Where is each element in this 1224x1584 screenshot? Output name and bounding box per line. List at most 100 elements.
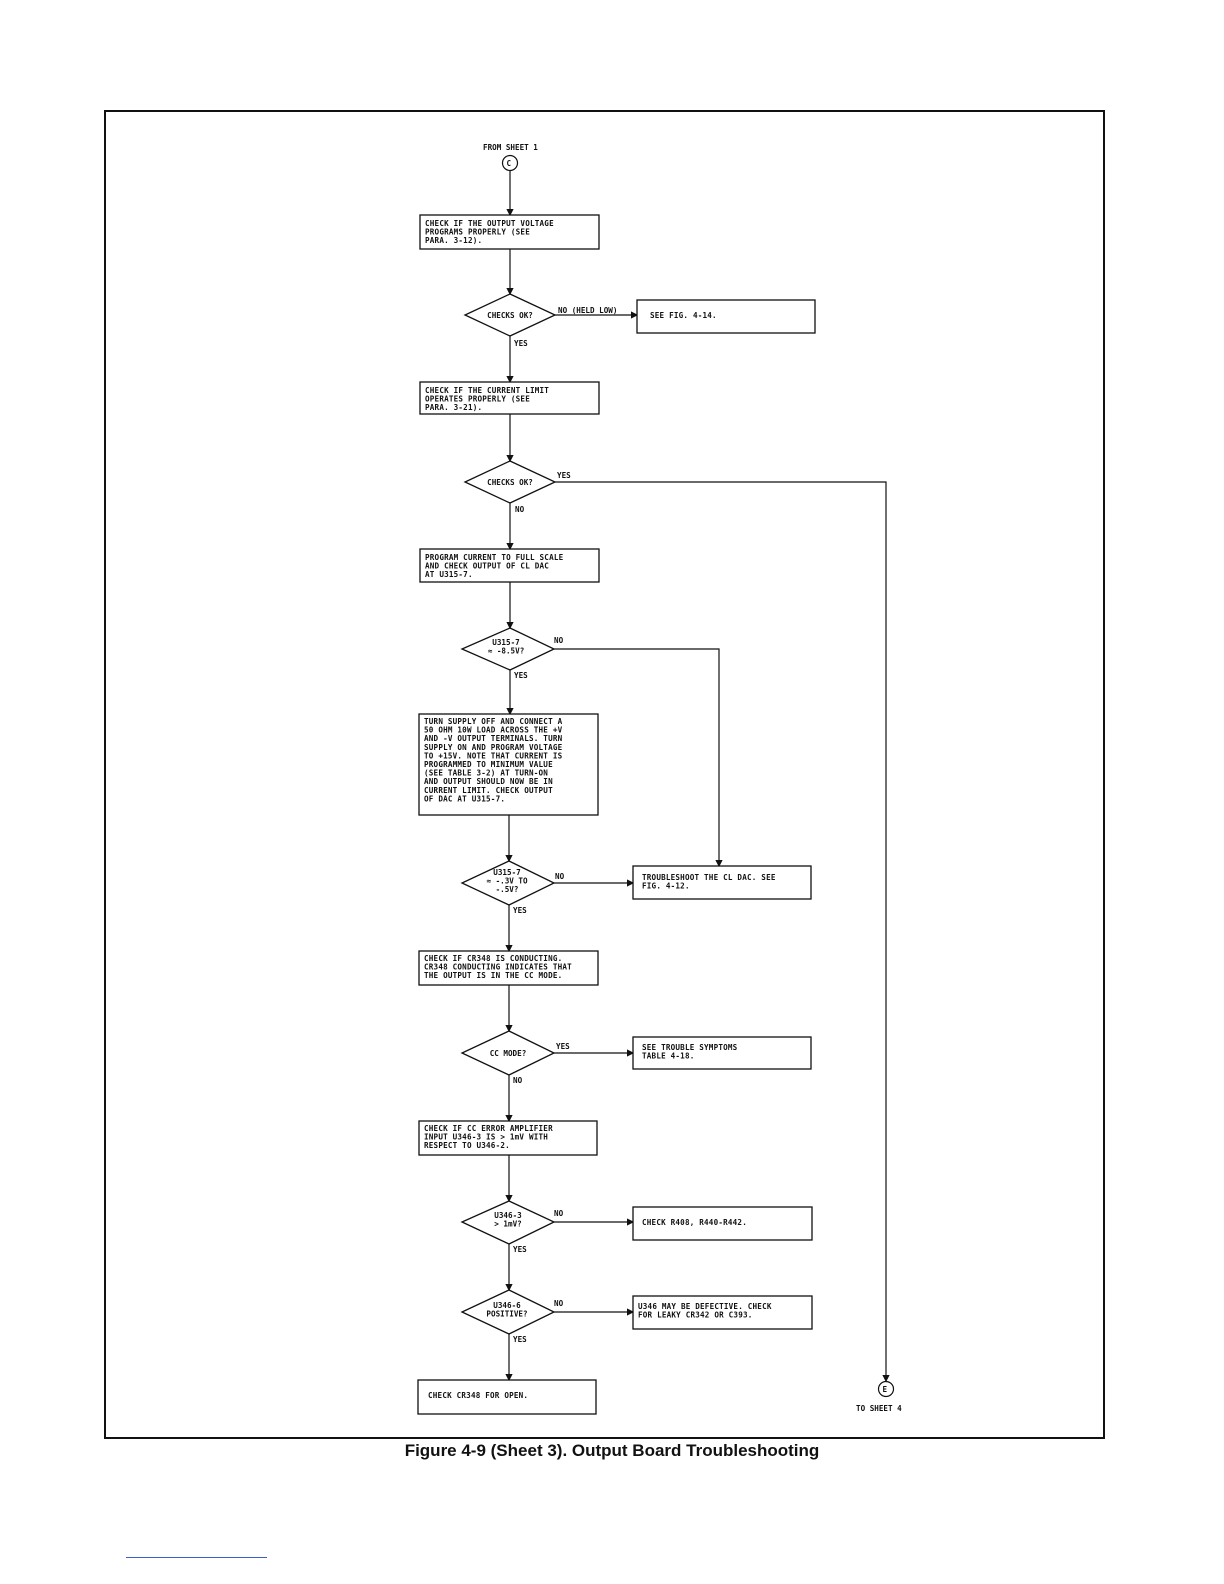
- text-line: TROUBLESHOOT THE CL DAC. SEE: [642, 873, 776, 882]
- box-text: CHECK CR348 FOR OPEN.: [428, 1391, 528, 1400]
- d4-no-label: NO: [555, 872, 565, 881]
- text-line: (SEE TABLE 3-2) AT TURN-ON: [424, 769, 548, 778]
- text-line: 50 OHM 10W LOAD ACROSS THE +V: [424, 726, 563, 735]
- d1-no-label: NO (HELD LOW): [558, 306, 617, 315]
- d6-no-label: NO: [554, 1209, 564, 1218]
- d7-no-label: NO: [554, 1299, 564, 1308]
- d7-yes-label: YES: [513, 1335, 527, 1344]
- text-line: PROGRAMMED TO MINIMUM VALUE: [424, 760, 553, 769]
- figure-frame: [104, 110, 1105, 1439]
- text-line: > 1mV?: [494, 1220, 521, 1229]
- text-line: ≈ -.3V TO: [486, 877, 528, 886]
- text-line: CHECK IF THE CURRENT LIMIT: [425, 386, 549, 395]
- entry-connector: FROM SHEET 1 C: [483, 143, 538, 172]
- text-line: PROGRAM CURRENT TO FULL SCALE: [425, 553, 564, 562]
- decision-text: CHECKS OK?: [487, 478, 533, 487]
- decision-text: CC MODE?: [490, 1049, 527, 1058]
- text-line: CHECK CR348 FOR OPEN.: [428, 1391, 528, 1400]
- text-line: AT U315-7.: [425, 570, 473, 579]
- d6-yes-label: YES: [513, 1245, 527, 1254]
- text-line: CHECKS OK?: [487, 311, 533, 320]
- text-line: RESPECT TO U346-2.: [424, 1141, 510, 1150]
- decision-u315-8-5v: U315-7≈ -8.5V?: [460, 627, 556, 671]
- decision-u346-3-1mv: U346-3> 1mV?: [460, 1200, 556, 1245]
- entry-connector-label: FROM SHEET 1: [483, 143, 538, 152]
- d2-no-label: NO: [515, 505, 525, 514]
- text-line: CHECK IF CC ERROR AMPLIFIER: [424, 1124, 553, 1133]
- box-text: CHECK R408, R440-R442.: [642, 1218, 747, 1227]
- d3-no-label: NO: [554, 636, 564, 645]
- d5-yes-label: YES: [556, 1042, 570, 1051]
- text-line: OPERATES PROPERLY (SEE: [425, 395, 530, 404]
- text-line: CHECKS OK?: [487, 478, 533, 487]
- entry-connector-letter: C: [507, 159, 512, 168]
- text-line: CHECK IF THE OUTPUT VOLTAGE: [425, 219, 554, 228]
- d3-yes-label: YES: [514, 671, 528, 680]
- text-line: CHECK R408, R440-R442.: [642, 1218, 747, 1227]
- box-text: CHECK IF CR348 IS CONDUCTING.CR348 CONDU…: [424, 954, 572, 980]
- text-line: U346-6: [493, 1301, 521, 1310]
- text-line: THE OUTPUT IS IN THE CC MODE.: [424, 971, 562, 980]
- text-line: TABLE 4-18.: [642, 1052, 695, 1061]
- footer-rule: [126, 1557, 267, 1558]
- text-line: CURRENT LIMIT. CHECK OUTPUT: [424, 786, 553, 795]
- text-line: U346 MAY BE DEFECTIVE. CHECK: [638, 1302, 772, 1311]
- text-line: INPUT U346-3 IS > 1mV WITH: [424, 1133, 548, 1142]
- decision-checks-ok-voltage: CHECKS OK?: [463, 293, 557, 337]
- exit-connector-label: TO SHEET 4: [856, 1404, 902, 1413]
- decision-text: U315-7≈ -.3V TO-.5V?: [486, 868, 528, 894]
- text-line: AND CHECK OUTPUT OF CL DAC: [425, 562, 549, 571]
- result-box-see-fig-4-14: SEE FIG. 4-14.: [636, 299, 816, 334]
- text-line: AND -V OUTPUT TERMINALS. TURN: [424, 734, 563, 743]
- decision-checks-ok-current: CHECKS OK?: [463, 460, 557, 504]
- text-line: SEE TROUBLE SYMPTOMS: [642, 1043, 738, 1052]
- d5-no-label: NO: [513, 1076, 523, 1085]
- decision-text: U346-3> 1mV?: [494, 1211, 522, 1229]
- text-line: U315-7: [492, 638, 519, 647]
- decision-text: CHECKS OK?: [487, 311, 533, 320]
- d4-yes-label: YES: [513, 906, 527, 915]
- text-line: ≈ -8.5V?: [488, 647, 525, 656]
- text-line: SUPPLY ON AND PROGRAM VOLTAGE: [424, 743, 563, 752]
- d1-yes-label: YES: [514, 339, 528, 348]
- text-line: OF DAC AT U315-7.: [424, 794, 505, 803]
- decision-cc-mode: CC MODE?: [460, 1030, 556, 1076]
- text-line: TO +15V. NOTE THAT CURRENT IS: [424, 751, 563, 760]
- figure-caption: Figure 4-9 (Sheet 3). Output Board Troub…: [404, 1441, 820, 1460]
- flow-lines: [505, 171, 890, 1383]
- text-line: U346-3: [494, 1211, 522, 1220]
- text-line: POSITIVE?: [486, 1310, 527, 1319]
- text-line: CHECK IF CR348 IS CONDUCTING.: [424, 954, 562, 963]
- text-line: U315-7: [493, 868, 520, 877]
- box-text: SEE FIG. 4-14.: [650, 311, 717, 320]
- text-line: CC MODE?: [490, 1049, 527, 1058]
- text-line: FIG. 4-12.: [642, 882, 690, 891]
- text-line: PARA. 3-21).: [425, 403, 482, 412]
- text-line: PARA. 3-12).: [425, 236, 482, 245]
- exit-connector-letter: E: [883, 1385, 888, 1394]
- d2-yes-label: YES: [557, 471, 571, 480]
- process-box-check-cr348-open: CHECK CR348 FOR OPEN.: [417, 1379, 597, 1415]
- text-line: -.5V?: [496, 885, 519, 894]
- text-line: TURN SUPPLY OFF AND CONNECT A: [424, 717, 563, 726]
- text-line: FOR LEAKY CR342 OR C393.: [638, 1311, 753, 1320]
- decision-u315-3v-5v: U315-7≈ -.3V TO-.5V?: [460, 860, 556, 906]
- text-line: PROGRAMS PROPERLY (SEE: [425, 228, 530, 237]
